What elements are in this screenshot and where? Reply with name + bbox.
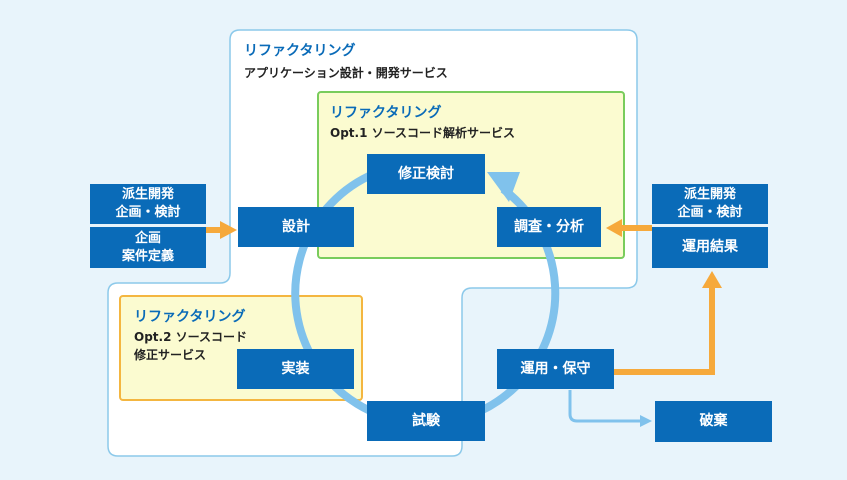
outer-region-subtitle: アプリケーション設計・開発サービス [244,66,448,80]
cycle-arrowhead [487,172,520,202]
feedback-arrow-shaft [614,288,715,375]
disposal-arrow-shaft [568,390,642,423]
outer-region-title: リファクタリング [244,43,356,59]
left-input-bottom-line2: 案件定義 [121,248,174,264]
cycle-step-sekkei: 設計 [238,207,354,247]
cycle-step-unyou-hoshu: 運用・保守 [497,349,614,389]
right-input-top-line1: 派生開発 [683,187,736,203]
left-input-derivative-dev: 派生開発 企画・検討 [90,184,206,224]
opt2-subtitle-line2: 修正サービス [134,348,207,362]
left-input-top-line1: 派生開発 [121,187,174,203]
right-input-operation-results: 運用結果 [652,227,768,268]
left-input-arrowhead [220,221,237,239]
cycle-step-shuusei-kentou: 修正検討 [367,154,485,194]
opt1-region-title: リファクタリング [330,105,442,121]
cycle-step-jissou: 実装 [237,349,354,389]
right-input-top-line2: 企画・検討 [677,205,743,220]
opt2-subtitle-line1: Opt.2 ソースコード [134,330,248,344]
left-input-top-line2: 企画・検討 [115,205,181,220]
left-input-planning: 企画 案件定義 [90,227,206,268]
opt2-region-title: リファクタリング [134,309,246,325]
feedback-arrowhead [702,271,722,288]
cycle-step-shiken: 試験 [367,401,485,441]
opt1-region-subtitle: Opt.1 ソースコード解析サービス [330,126,516,140]
disposal-arrowhead [640,415,652,427]
disposal-box: 破棄 [655,401,772,442]
right-input-derivative-dev: 派生開発 企画・検討 [652,184,768,224]
cycle-step-chousa-bunseki: 調査・分析 [497,207,601,247]
right-input-arrowhead [606,219,622,237]
opt2-region-subtitle: Opt.2 ソースコード 修正サービス [134,328,247,364]
left-input-bottom-line1: 企画 [134,230,161,246]
